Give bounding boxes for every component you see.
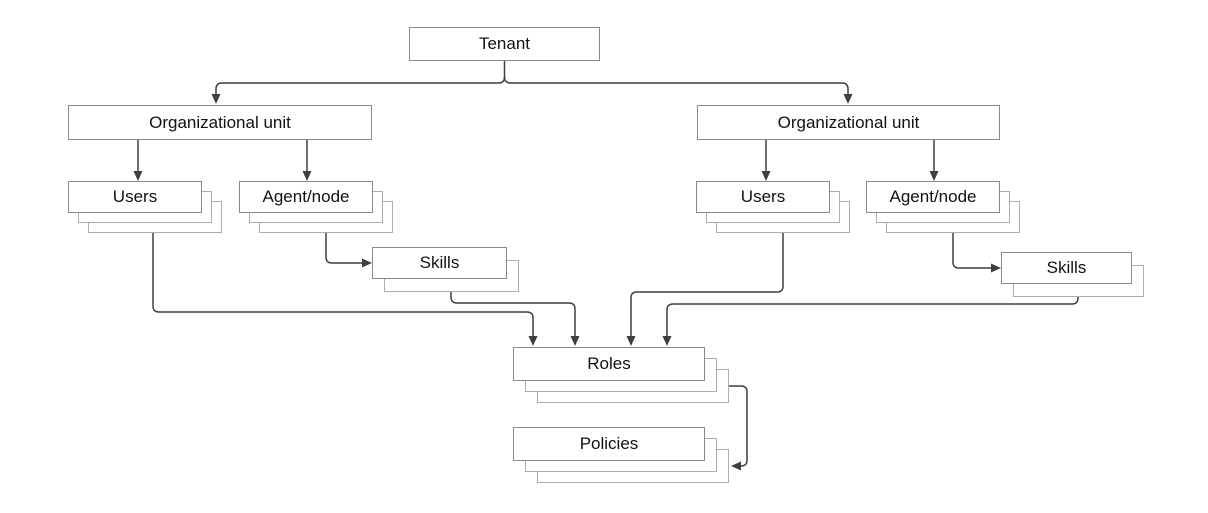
users-left-box: Users bbox=[68, 181, 202, 213]
edge-skills-left-roles bbox=[450, 292, 580, 346]
users-right-box: Users bbox=[696, 181, 830, 213]
node-users-right: Users bbox=[696, 181, 850, 233]
edge-roles-policies bbox=[729, 385, 748, 471]
roles-box: Roles bbox=[513, 347, 705, 381]
tenant-box: Tenant bbox=[409, 27, 600, 61]
edge-agent-left-skills-left bbox=[325, 233, 372, 268]
node-roles: Roles bbox=[513, 347, 729, 403]
node-users-left: Users bbox=[68, 181, 222, 233]
org-unit-left-box: Organizational unit bbox=[68, 105, 372, 140]
node-org-unit-left: Organizational unit bbox=[68, 105, 372, 140]
skills-right-box: Skills bbox=[1001, 252, 1132, 284]
tenant-label: Tenant bbox=[478, 34, 531, 53]
skills-left-label: Skills bbox=[419, 253, 460, 272]
policies-label: Policies bbox=[579, 434, 639, 453]
agent-node-left-box: Agent/node bbox=[239, 181, 373, 213]
agent-node-left-label: Agent/node bbox=[262, 187, 350, 206]
skills-right-label: Skills bbox=[1046, 258, 1087, 277]
agent-node-right-label: Agent/node bbox=[889, 187, 977, 206]
node-policies: Policies bbox=[513, 427, 729, 483]
org-unit-right-label: Organizational unit bbox=[777, 112, 920, 132]
skills-left-box: Skills bbox=[372, 247, 507, 279]
edge-tenant-org-right bbox=[503, 76, 853, 104]
org-unit-left-label: Organizational unit bbox=[149, 112, 291, 132]
edge-agent-right-skills-right bbox=[952, 233, 1001, 273]
edge-org-right-users-right bbox=[761, 140, 771, 181]
node-agent-node-right: Agent/node bbox=[866, 181, 1020, 233]
node-skills-left: Skills bbox=[372, 247, 519, 292]
node-tenant: Tenant bbox=[409, 27, 600, 61]
edge-org-left-users-left bbox=[133, 140, 143, 181]
node-org-unit-right: Organizational unit bbox=[697, 105, 1000, 140]
edge-tenant-org-left bbox=[211, 61, 506, 104]
agent-node-right-box: Agent/node bbox=[866, 181, 1000, 213]
roles-label: Roles bbox=[587, 354, 631, 373]
node-skills-right: Skills bbox=[1001, 252, 1144, 297]
node-agent-node-left: Agent/node bbox=[239, 181, 393, 233]
org-unit-right-box: Organizational unit bbox=[697, 105, 1000, 140]
policies-box: Policies bbox=[513, 427, 705, 461]
edge-org-left-agent-left bbox=[302, 140, 312, 181]
edge-skills-right-roles bbox=[662, 297, 1079, 346]
users-left-label: Users bbox=[112, 187, 158, 206]
users-right-label: Users bbox=[740, 187, 786, 206]
edge-org-right-agent-right bbox=[929, 140, 939, 181]
edge-users-right-roles bbox=[626, 233, 784, 346]
edge-users-left-roles bbox=[152, 233, 538, 346]
